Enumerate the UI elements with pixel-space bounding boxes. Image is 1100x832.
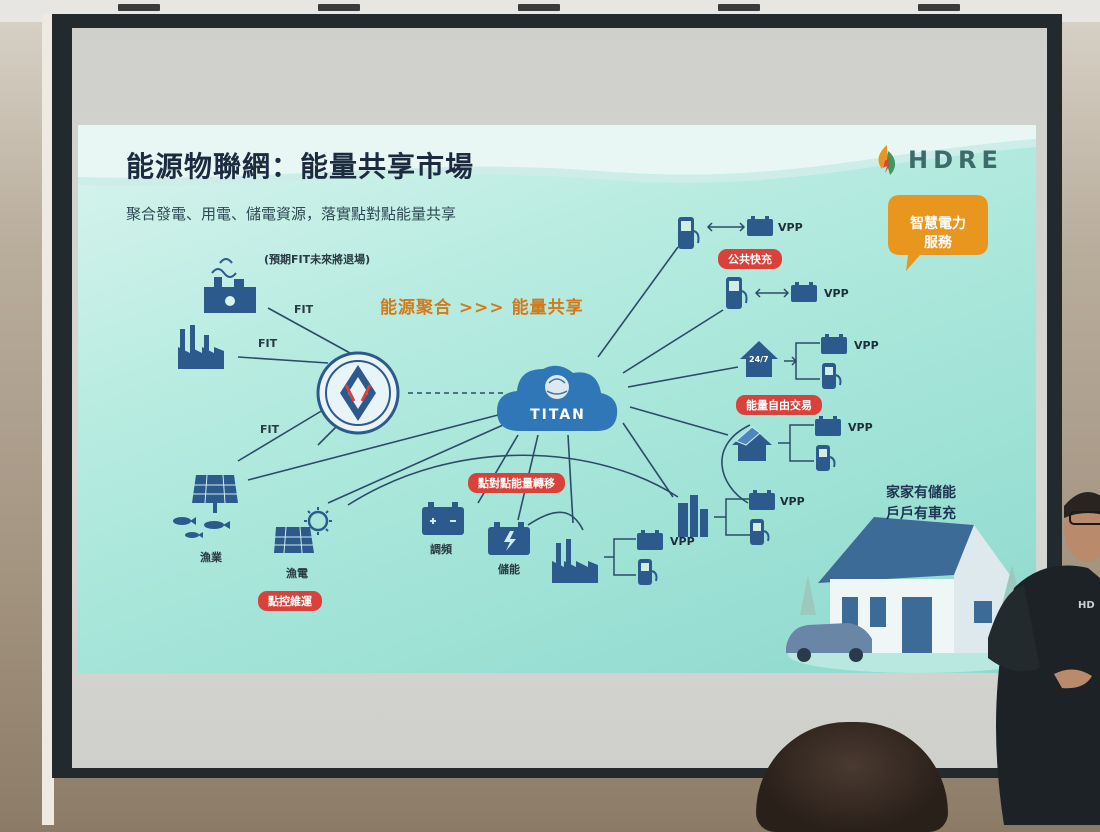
branch-lines: [714, 498, 750, 536]
power-plant-icon: [204, 258, 256, 313]
tagline: 能源聚合 >>> 能量共享: [380, 298, 584, 318]
wall-pillar: [42, 14, 54, 825]
presentation-slide: 能源物聯網：能量共享市場 聚合發電、用電、儲電資源，落實點對點能量共享 HDRE…: [78, 125, 1036, 673]
frequency-label: 調頻: [430, 543, 452, 556]
free-trade-pill: 能量自由交易: [736, 395, 822, 415]
bubble-line-2: 服務: [924, 235, 952, 251]
branch-lines: [604, 538, 636, 576]
battery-icon: [747, 216, 773, 236]
fit-note: (預期FIT未來將退場): [264, 253, 371, 266]
svg-text:HD: HD: [1078, 600, 1095, 611]
slide-title: 能源物聯網：能量共享市場: [126, 150, 475, 183]
fit-label-2: FIT: [258, 337, 278, 350]
vpp-label: VPP: [670, 535, 695, 548]
cloud-label: TITAN: [530, 407, 586, 423]
label-247: 24/7: [749, 355, 769, 364]
solar-panel-icon: [192, 474, 238, 513]
presenter: HD: [988, 492, 1100, 825]
public-charge-pill: 公共快充: [718, 249, 782, 269]
leaf-flame-icon: [878, 145, 896, 175]
fishery-label: 漁業: [200, 551, 222, 564]
vpp-label: VPP: [848, 421, 873, 434]
branch-lines: [778, 424, 814, 462]
factory-icon: [178, 325, 224, 369]
wind-solar-label: 漁電: [286, 567, 308, 580]
ceiling-light: [118, 4, 160, 11]
charger-icon: [638, 559, 658, 585]
bubble-line-1: 智慧電力: [910, 216, 966, 232]
ceiling-light: [518, 4, 560, 11]
frequency-battery-icon: [422, 502, 464, 535]
slide-subtitle: 聚合發電、用電、儲電資源，落實點對點能量共享: [126, 205, 457, 223]
ceiling-light: [918, 4, 960, 11]
vpp-label: VPP: [854, 339, 879, 352]
battery-icon: [821, 334, 847, 354]
charger-icon: [726, 277, 748, 309]
charger-icon: [822, 363, 842, 389]
vpp-label: VPP: [778, 221, 803, 234]
battery-icon: [637, 530, 663, 550]
connection-lines: [237, 246, 751, 531]
vpp-label: VPP: [780, 495, 805, 508]
branch-lines: [784, 342, 820, 380]
vpp-label: VPP: [824, 287, 849, 300]
building-icon: [678, 495, 708, 537]
fit-label-3: FIT: [260, 423, 280, 436]
charger-icon: [678, 217, 700, 249]
house-247-icon: [740, 341, 778, 377]
titan-cloud-icon: [497, 365, 618, 431]
header-wave: [78, 125, 1036, 186]
storage-battery-icon: [488, 522, 530, 555]
taipower-logo-icon: [316, 351, 400, 435]
solar-house-icon: [732, 426, 772, 461]
energy-label: 儲能: [498, 563, 520, 576]
factory-icon: [552, 539, 598, 583]
speech-bubble: 智慧電力 服務: [886, 193, 990, 273]
fish-icon: [173, 517, 230, 538]
logo-text: HDRE: [908, 146, 1003, 174]
ceiling-light: [318, 4, 360, 11]
smart-ops-pill: 點控維運: [258, 591, 322, 611]
ceiling-light: [718, 4, 760, 11]
speech-bubble-shape: [888, 195, 988, 271]
p2p-transfer-pill: 點對點能量轉移: [468, 473, 565, 493]
double-arrow-icon: [706, 222, 746, 232]
charger-icon: [750, 519, 770, 545]
house-car-illustration: [786, 517, 1036, 673]
corner-slogan: 家家有儲能 戶戶有車充: [886, 483, 956, 525]
hdre-logo: HDRE: [874, 143, 1003, 177]
charger-icon: [816, 445, 836, 471]
double-arrow-icon: [754, 288, 790, 298]
solar-sun-icon: [274, 507, 332, 554]
battery-icon: [791, 282, 817, 302]
fit-label-1: FIT: [294, 303, 314, 316]
battery-icon: [815, 416, 841, 436]
battery-icon: [749, 490, 775, 510]
corner-line-2: 戶戶有車充: [886, 506, 956, 522]
corner-line-1: 家家有儲能: [886, 485, 956, 501]
